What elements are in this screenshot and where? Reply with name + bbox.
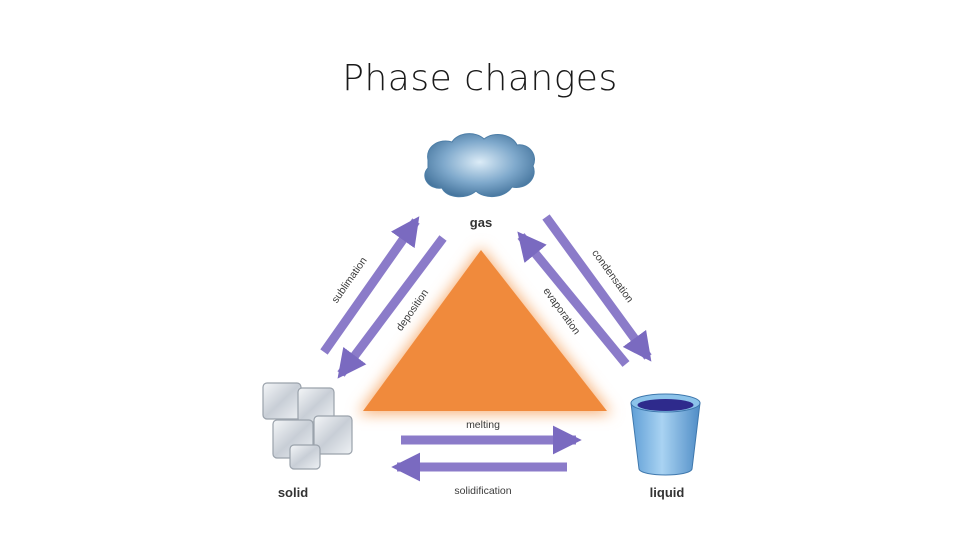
condensation-label: condensation xyxy=(589,247,636,305)
solidification-label: solidification xyxy=(454,485,511,497)
central-triangle xyxy=(358,247,612,414)
solid-label: solid xyxy=(278,485,308,500)
evaporation-label: evaporation xyxy=(540,286,582,338)
ice-cubes-icon xyxy=(262,382,353,470)
melting-label: melting xyxy=(466,419,500,431)
water-bucket-icon xyxy=(630,393,701,476)
gas-cloud-icon xyxy=(424,133,535,198)
sublimation-arrow xyxy=(320,216,420,355)
evaporation-arrow xyxy=(517,231,630,367)
deposition-arrow xyxy=(337,235,447,379)
gas-label: gas xyxy=(470,215,492,230)
liquid-label: liquid xyxy=(650,485,685,500)
condensation-arrow xyxy=(542,214,652,362)
page-title: Phase changes xyxy=(342,58,618,99)
